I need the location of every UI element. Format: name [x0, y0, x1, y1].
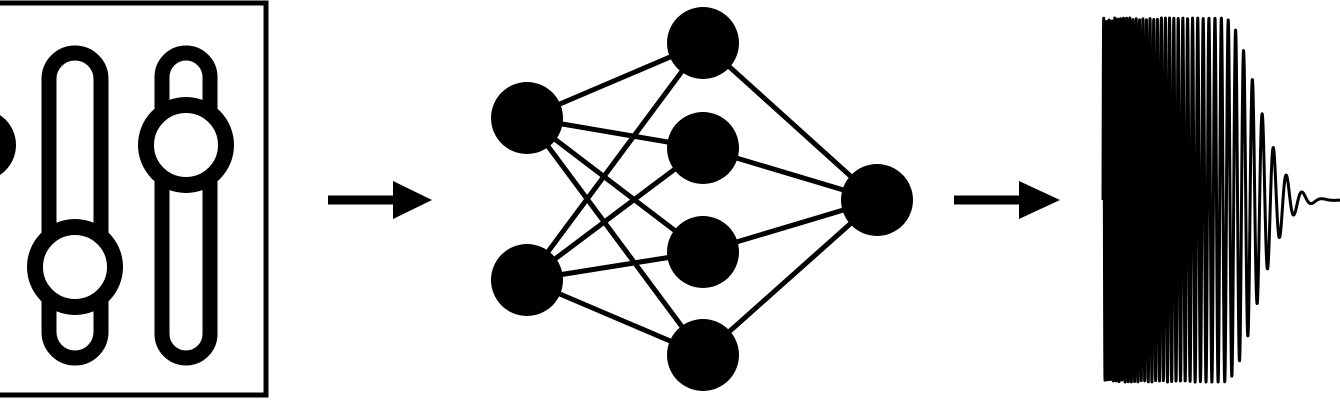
- hidden-node-2: [667, 112, 739, 184]
- sliders-icon: [0, 0, 269, 398]
- output-node: [841, 164, 913, 236]
- hidden-node-1: [667, 7, 739, 79]
- input-node-1: [491, 82, 563, 154]
- slider-2-knob: [27, 219, 123, 315]
- hidden-node-3: [667, 216, 739, 288]
- network-edges: [524, 40, 879, 358]
- slider-3-knob: [138, 97, 234, 193]
- input-node-2: [491, 244, 563, 316]
- slider-3-track: [154, 45, 218, 366]
- slider-1-knob: [0, 115, 16, 175]
- hidden-node-4: [667, 319, 739, 391]
- slider-3: [138, 45, 234, 366]
- arrow-right-icon: [328, 181, 432, 219]
- sliders-frame: [0, 0, 269, 398]
- network-nodes: [491, 7, 913, 391]
- arrow-right-icon: [954, 181, 1060, 219]
- slider-2-track: [41, 45, 109, 366]
- chirp-waveform: [1101, 16, 1340, 384]
- slider-1: [0, 115, 16, 175]
- slider-2: [27, 45, 123, 366]
- chirp-waveform-icon: [1101, 16, 1340, 384]
- neural-network-icon: [491, 7, 913, 391]
